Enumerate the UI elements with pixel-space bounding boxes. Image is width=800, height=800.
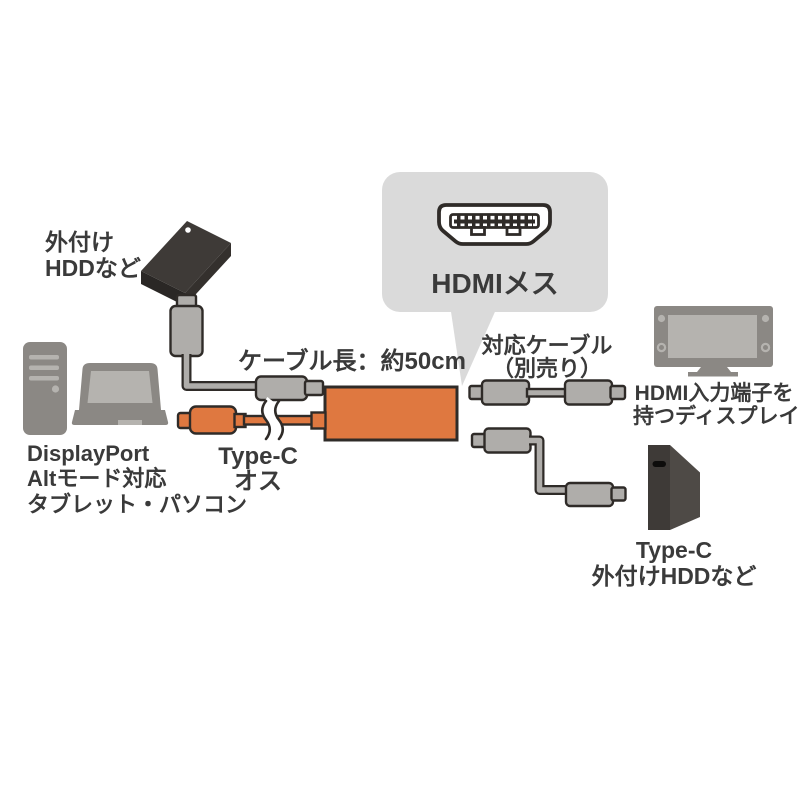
hdmi-cable-icon [468,379,627,406]
typec-male-plug-icon [176,405,327,435]
label-line: タブレット・パソコン [27,491,248,517]
adapter-body-icon [323,385,459,442]
label-line: HDDなど [45,254,141,281]
typec-male-label: Type-C オス [188,444,328,494]
callout-bubble [382,172,608,386]
display-icon [654,306,773,377]
label-line: 対応ケーブル [481,333,613,358]
optional-cable-label: 対応ケーブル （別売り） [467,334,627,380]
usb-plug-from-hdd-icon [169,293,325,402]
typec-cable-icon [470,427,627,508]
display-label: HDMI入力端子を 持つディスプレイ [633,382,800,428]
typec-hdd-icon [648,445,700,530]
hdmi-female-port-icon [437,203,552,246]
label-line: 外付け [45,229,114,255]
label-line: オス [234,468,282,495]
label-line: 外付けHDDなど [591,563,757,589]
cable-break-icon [260,396,285,444]
hdmi-female-label: HDMIメス [431,268,559,299]
label-line: Type-C [218,443,298,470]
cable-length-label: ケーブル長：約50cm [238,348,466,375]
source-device-label: DisplayPort Altモード対応 タブレット・パソコン [27,441,247,517]
label-line: HDMI入力端子を [634,382,794,405]
label-line: 持つディスプレイ [633,404,800,428]
label-line: Altモード対応 [27,466,167,492]
desktop-pc-icon [23,342,67,435]
external-hdd-label: 外付け HDDなど [45,229,141,281]
external-hdd-icon [141,221,231,306]
laptop-icon [71,363,169,425]
typec-hdd-label: Type-C 外付けHDDなど [584,537,764,589]
label-line: DisplayPort [27,441,150,466]
label-line: Type-C [635,537,713,563]
label-line: （別売り） [491,356,602,381]
